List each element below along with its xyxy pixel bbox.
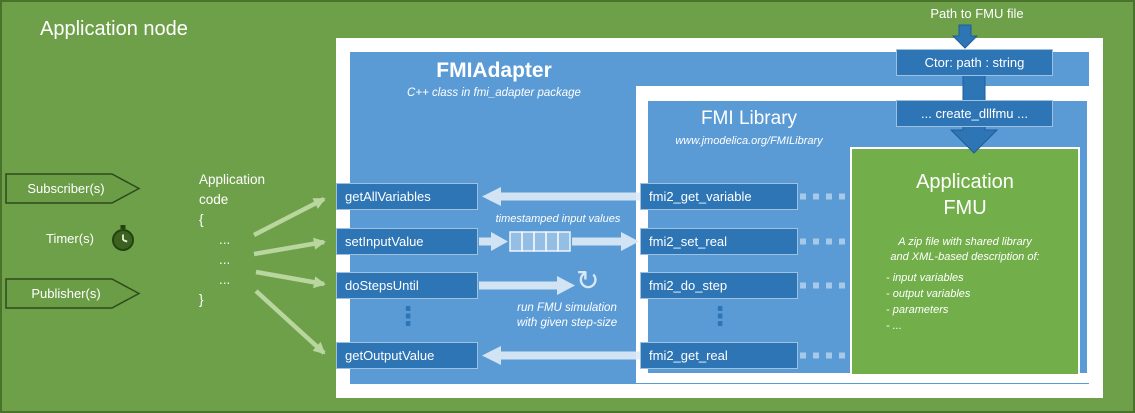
fmi-adapter-subtitle: C++ class in fmi_adapter package (407, 87, 581, 99)
code-line: ... (219, 272, 231, 287)
create-dllfmu-box: ... create_dllfmu ... (896, 100, 1053, 127)
library-function-fmi2-get-variable: fmi2_get_variable (640, 183, 798, 210)
fmu-item: - input variables (886, 272, 964, 284)
library-function-fmi2-set-real: fmi2_set_real (640, 228, 798, 255)
code-line: ... (219, 252, 231, 267)
application-fmu-box: Application FMU A zip file with shared l… (850, 147, 1080, 376)
run-fmu-simulation-label: run FMU simulation with given step-size (488, 301, 646, 331)
fmu-item: - parameters (886, 304, 949, 316)
code-line: } (199, 292, 204, 307)
code-line: code (199, 192, 229, 207)
application-node-label: Application node (40, 18, 188, 40)
clock-icon (112, 225, 134, 251)
fmu-title-line1: Application (916, 171, 1014, 193)
fmu-description-line2: and XML-based description of: (890, 251, 1040, 263)
adapter-function-dostepsuntil: doStepsUntil (336, 272, 478, 299)
adapter-function-getallvariables: getAllVariables (336, 183, 478, 210)
path-to-fmu-file-label: Path to FMU file (930, 6, 1024, 21)
application-code-block: Application code { ... ... ... } (199, 170, 265, 310)
fmu-item-list: - input variables - output variables - p… (886, 270, 1078, 334)
fmi-library-title: FMI Library (700, 108, 798, 129)
code-line: ... (219, 232, 231, 247)
publisher-banner-label: Publisher(s) (31, 286, 101, 301)
code-line: { (199, 212, 204, 227)
ctor-path-string-box: Ctor: path : string (896, 49, 1053, 76)
fmu-item: - output variables (886, 288, 971, 300)
timestamped-input-values-label: timestamped input values (495, 213, 621, 225)
code-to-dostepsuntil-arrow (255, 269, 326, 289)
fmi-library-subtitle: www.jmodelica.org/FMILibrary (675, 135, 823, 147)
run-fmu-line2: with given step-size (516, 317, 618, 329)
run-fmu-line1: run FMU simulation (517, 302, 617, 314)
fmu-title-line2: FMU (943, 197, 987, 219)
run-simulation-loop-icon: ↻ (576, 264, 600, 297)
library-function-fmi2-do-step: fmi2_do_step (640, 272, 798, 299)
fmi-adapter-title: FMIAdapter (436, 59, 552, 82)
adapter-ellipsis-icon: ⋮ (395, 302, 421, 332)
library-function-fmi2-get-real: fmi2_get_real (640, 342, 798, 369)
adapter-function-setinputvalue: setInputValue (336, 228, 478, 255)
fmu-description-line1: A zip file with shared library (898, 236, 1032, 248)
subscriber-banner-label: Subscriber(s) (27, 181, 105, 196)
library-ellipsis-icon: ⋮ (707, 302, 733, 332)
fmu-item: - ... (886, 320, 902, 332)
adapter-function-getoutputvalue: getOutputValue (336, 342, 478, 369)
timer-label: Timer(s) (46, 231, 94, 246)
code-to-getoutputvalue-arrow (254, 289, 326, 355)
code-line: Application (199, 172, 266, 187)
